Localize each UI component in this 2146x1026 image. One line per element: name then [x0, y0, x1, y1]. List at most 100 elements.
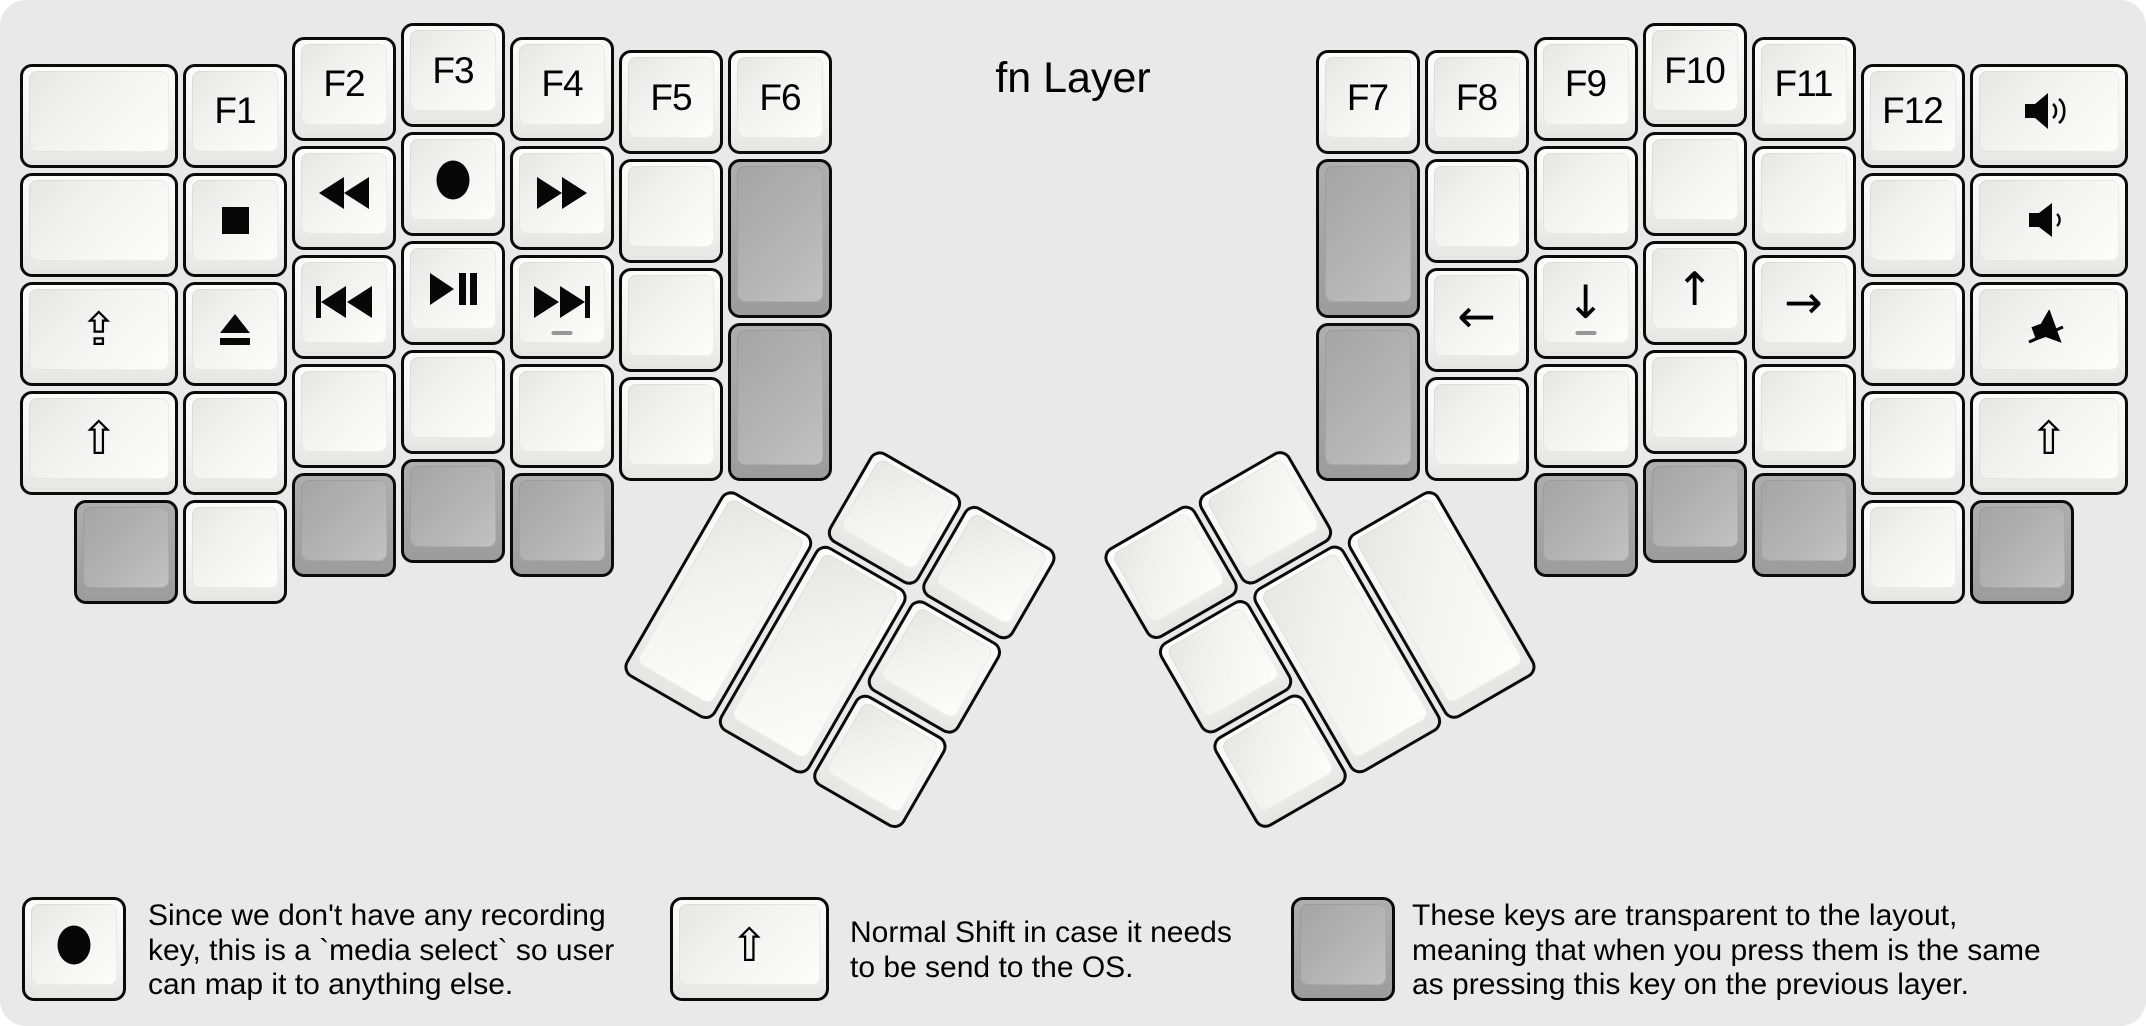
key-blank[interactable]: [1533, 363, 1638, 468]
key-record[interactable]: [401, 132, 505, 236]
keycap-surface: F1: [192, 70, 278, 152]
key-blank[interactable]: [1424, 159, 1529, 264]
key-blank[interactable]: [1533, 145, 1638, 250]
keycap-surface: [628, 275, 714, 357]
keycap-surface: [1760, 152, 1847, 234]
keycap-surface: [1542, 479, 1629, 561]
keycap-surface: [1651, 466, 1738, 547]
key-f1[interactable]: F1: [183, 63, 287, 168]
key-arrow-left[interactable]: ←: [1424, 268, 1529, 373]
key-transparent[interactable]: [728, 159, 832, 318]
key-volume-down[interactable]: [1969, 172, 2128, 277]
key-blank[interactable]: [619, 377, 723, 482]
legend-note-record: Since we don't have any recording key, t…: [148, 899, 615, 1001]
key-play-pause[interactable]: [401, 241, 505, 345]
key-f10[interactable]: F10: [1642, 23, 1747, 127]
next-track-icon: [534, 286, 590, 319]
key-caps-lock[interactable]: ⇪: [19, 281, 178, 386]
key-transparent[interactable]: [510, 472, 614, 577]
key-blank[interactable]: [1860, 499, 1965, 604]
key-blank[interactable]: [1860, 172, 1965, 277]
key-record-example: [22, 897, 126, 1001]
key-rewind[interactable]: [292, 145, 396, 250]
key-blank[interactable]: [292, 363, 396, 468]
arrow-right-icon: →: [1784, 275, 1823, 330]
key-blank[interactable]: [1642, 132, 1747, 236]
key-f2[interactable]: F2: [292, 36, 396, 141]
key-arrow-up[interactable]: ↑: [1642, 241, 1747, 345]
keycap-surface: [1205, 457, 1321, 571]
key-transparent[interactable]: [401, 459, 505, 563]
key-blank[interactable]: [1860, 390, 1965, 495]
keycap-surface: F5: [628, 57, 714, 139]
keycap-surface: [192, 506, 278, 588]
key-f3[interactable]: F3: [401, 23, 505, 127]
key-mute[interactable]: [1969, 281, 2128, 386]
key-blank[interactable]: [510, 363, 614, 468]
shift-left-icon: ⇧: [79, 411, 119, 466]
key-shift-example: ⇧: [670, 897, 829, 1001]
key-f7[interactable]: F7: [1315, 50, 1420, 155]
key-prev-track[interactable]: [292, 254, 396, 359]
keycap-surface: ←: [1433, 275, 1520, 357]
key-transparent[interactable]: [1315, 159, 1420, 318]
key-arrow-down[interactable]: ↓: [1533, 254, 1638, 359]
key-blank[interactable]: [1751, 363, 1856, 468]
keycap-surface: F7: [1324, 57, 1411, 139]
keycap-surface: [839, 457, 955, 571]
key-fast-forward[interactable]: [510, 145, 614, 250]
key-transparent[interactable]: [292, 472, 396, 577]
key-blank[interactable]: [19, 63, 178, 168]
key-blank[interactable]: [1751, 145, 1856, 250]
key-blank[interactable]: [183, 390, 287, 495]
key-blank[interactable]: [401, 350, 505, 454]
play-pause-icon: [429, 272, 477, 305]
keycap-surface: F2: [301, 43, 387, 125]
key-stop[interactable]: [183, 172, 287, 277]
key-transparent[interactable]: [1533, 472, 1638, 577]
key-transparent[interactable]: [728, 322, 832, 482]
keycap-surface: F4: [519, 43, 605, 125]
key-transparent[interactable]: [1969, 499, 2074, 604]
key-blank[interactable]: [1424, 377, 1529, 482]
key-f5[interactable]: F5: [619, 50, 723, 155]
keycap-surface: F11: [1760, 43, 1847, 125]
key-blank[interactable]: [619, 159, 723, 264]
rewind-icon: [319, 177, 369, 210]
key-blank[interactable]: [1642, 350, 1747, 454]
keycap-surface: [1433, 384, 1520, 466]
key-label: F10: [1664, 49, 1726, 91]
key-next-track[interactable]: [510, 254, 614, 359]
key-shift-right[interactable]: ⇧: [1969, 390, 2128, 495]
key-eject[interactable]: [183, 281, 287, 386]
key-f9[interactable]: F9: [1533, 36, 1638, 141]
keycap-surface: [1978, 288, 2119, 370]
legend-note-shift: Normal Shift in case it needs to be send…: [850, 916, 1232, 984]
key-transparent[interactable]: [1315, 322, 1420, 482]
key-f4[interactable]: F4: [510, 36, 614, 141]
eject-icon: [219, 313, 251, 345]
key-arrow-right[interactable]: →: [1751, 254, 1856, 359]
key-f12[interactable]: F12: [1860, 63, 1965, 168]
key-transparent[interactable]: [1751, 472, 1856, 577]
key-f11[interactable]: F11: [1751, 36, 1856, 141]
key-label: F7: [1346, 76, 1389, 118]
key-blank[interactable]: [619, 268, 723, 373]
key-f6[interactable]: F6: [728, 50, 832, 155]
key-f8[interactable]: F8: [1424, 50, 1529, 155]
key-label: F6: [759, 76, 801, 118]
key-volume-up[interactable]: [1969, 63, 2128, 168]
key-blank[interactable]: [183, 499, 287, 604]
keycap-surface: [737, 329, 823, 466]
keycap-surface: [519, 370, 605, 452]
key-transparent[interactable]: [1642, 459, 1747, 563]
key-blank[interactable]: [19, 172, 178, 277]
key-transparent-example: [1291, 897, 1395, 1001]
homing-dash: [1575, 330, 1596, 335]
keycap-surface: [628, 384, 714, 466]
caps-lock-icon: ⇪: [79, 302, 119, 357]
keycap-surface: F12: [1869, 70, 1956, 152]
key-transparent[interactable]: [74, 499, 178, 604]
key-blank[interactable]: [1860, 281, 1965, 386]
key-shift-left[interactable]: ⇧: [19, 390, 178, 495]
